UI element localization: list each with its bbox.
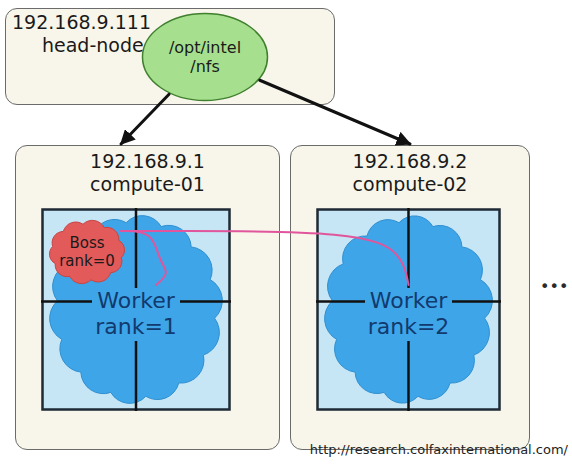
compute-node-box: 192.168.9.2compute-02Worker rank=2 bbox=[290, 145, 530, 450]
mount-path: /opt/intel /nfs bbox=[169, 38, 241, 76]
host-name: head-node bbox=[42, 34, 144, 57]
ip-address: 192.168.9.1 bbox=[90, 150, 205, 173]
ip-address: 192.168.9.111 bbox=[12, 11, 151, 34]
worker-cloud: Worker rank=1 Boss rank=0 bbox=[41, 208, 231, 411]
ip-address: 192.168.9.2 bbox=[353, 150, 468, 173]
message-path bbox=[121, 231, 408, 285]
host-name: compute-01 bbox=[90, 173, 205, 196]
head-node-box: 192.168.9.111head-node/opt/intel /nfs bbox=[5, 8, 335, 105]
message-path bbox=[121, 231, 166, 285]
nfs-ellipse: /opt/intel /nfs bbox=[141, 12, 269, 102]
compute-node-box: 192.168.9.1compute-01Worker rank=1 Boss r… bbox=[15, 145, 280, 450]
ellipsis-dots: ••• bbox=[540, 277, 568, 296]
worker-cloud: Worker rank=2 bbox=[316, 208, 501, 411]
worker-label: Worker rank=2 bbox=[365, 288, 453, 341]
boss-label: Boss rank=0 bbox=[59, 234, 115, 270]
worker-label: Worker rank=1 bbox=[92, 288, 180, 341]
nfs-ellipse-outline bbox=[143, 14, 268, 101]
mount-arrow bbox=[260, 80, 410, 144]
boss-blob-shape bbox=[49, 220, 124, 283]
boss-blob: Boss rank=0 bbox=[45, 217, 129, 287]
host-name: compute-02 bbox=[353, 173, 468, 196]
mount-arrow bbox=[121, 94, 169, 144]
source-url: http://research.colfaxinternational.com/ bbox=[310, 442, 568, 458]
